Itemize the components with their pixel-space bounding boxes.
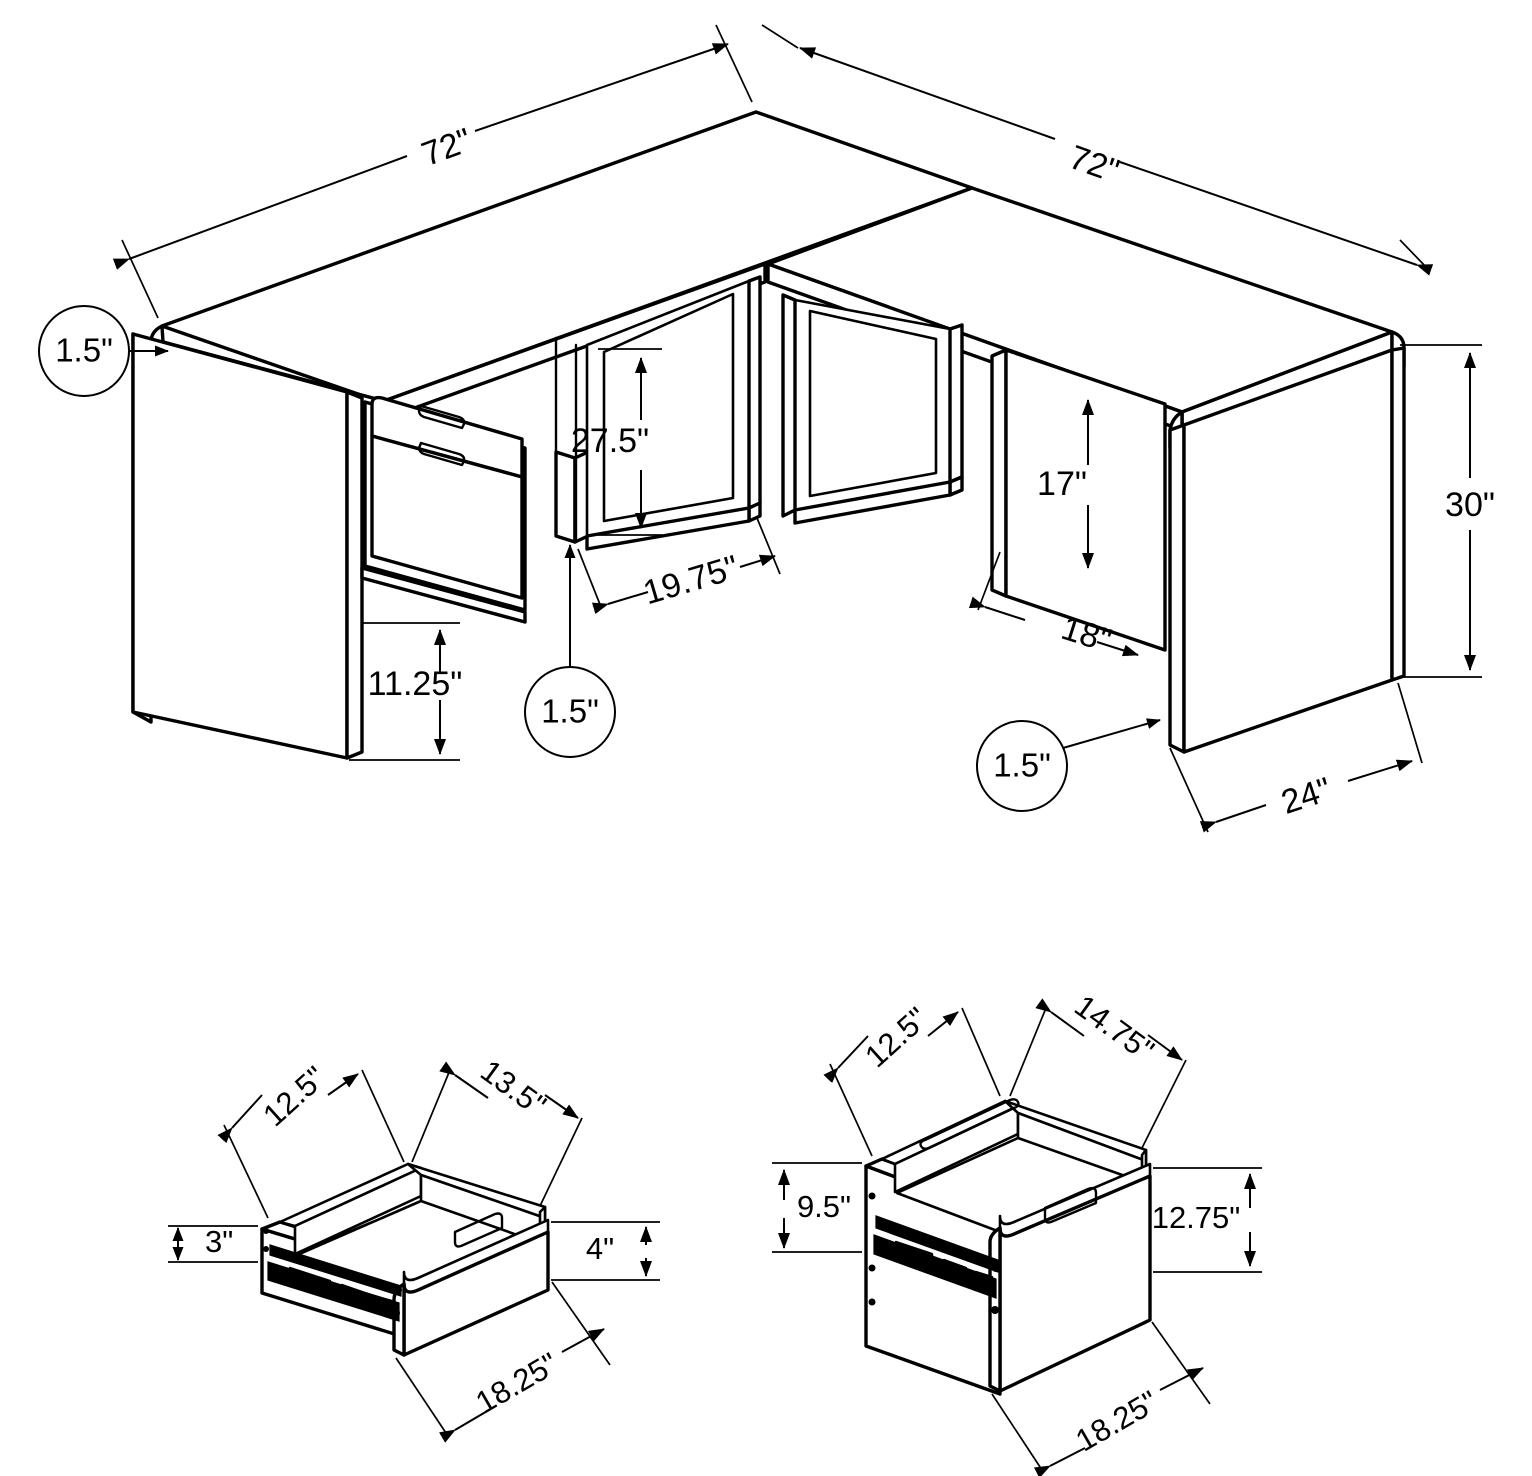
left-frame-inner-opening [602,292,735,523]
left-frame-bottom-rail [585,506,751,551]
balloon-circle-right [976,720,1068,812]
center-frame-inner-opening [808,309,938,498]
left-panel-inner-edge [345,390,364,760]
right-end-panel [1168,346,1406,754]
ld-back-rail [919,1098,1020,1150]
dim-label-ld-front-height: 12.75" [1152,1200,1241,1235]
right-panel-bottom-line [1182,678,1394,754]
small-drawer-view: 12.5" 13.5" 3" 4" [168,1053,660,1443]
dim-label-left-span: 72" [417,121,477,174]
center-frame-near-post [781,293,797,518]
left-pedestal [360,395,527,624]
drawer-handle-small [417,404,466,430]
right-modesty-near-edge [990,348,1008,598]
sd-slide-hardware [263,1228,402,1322]
center-frame-foot [948,475,964,497]
dim-thickness-center-callout: 1.5" [524,544,616,758]
dim-label-sd-width: 12.5" [256,1059,332,1133]
right-panel-far-edge [1390,346,1406,682]
ld-drawer-pull [1043,1186,1098,1224]
dim-label-right-depth: 24" [1277,770,1336,822]
dim-pedestal-clearance: 11.25" [349,622,463,761]
center-frame-far-edge [948,323,964,484]
top-joint-line [766,186,974,266]
dim-label-thickness-right: 1.5" [993,747,1051,784]
center-frame-bottom-rail [793,480,952,525]
left-end-panel [131,332,364,760]
dim-ld-front-height: 12.75" [1152,1167,1262,1273]
left-frame-far-edge [747,275,762,510]
dim-label-knee-height-left: 27.5" [571,422,649,460]
left-panel-top-line [131,332,349,394]
drawer-handle-large [417,441,466,467]
dim-sd-front-height: 4" [551,1221,660,1281]
right-panel-top-line [1182,348,1394,427]
dim-knee-height-right: 17" [1037,399,1094,569]
main-desk-view: 72" 72" 1.5" 27.5" [38,24,1495,833]
dim-knee-height-left: 27.5" [571,348,662,536]
left-panel-outer-face [131,332,349,760]
dim-label-knee-depth-left: 19.75" [639,548,743,612]
right-modesty-top-line [1004,348,1167,406]
sd-drawer-pull [453,1212,504,1248]
dim-label-ld-width: 12.5" [858,1000,934,1074]
dim-label-total-height: 30" [1445,486,1495,524]
ld-slide-hardware [868,1192,1000,1314]
dim-label-thickness-left: 1.5" [55,332,113,369]
dim-label-sd-front-height: 4" [586,1231,614,1266]
dim-label-ld-inner-height: 9.5" [797,1189,851,1224]
large-drawer-view: 12.5" 14.75" 9.5" 12.75" [772,988,1262,1476]
drawer-front-large [370,434,524,600]
dim-label-thickness-center: 1.5" [541,693,599,730]
dim-label-ld-depth: 14.75" [1068,988,1160,1068]
dim-total-height: 30" [1400,344,1495,678]
dim-label-sd-front-width: 18.25" [470,1346,564,1421]
drawer-front-small [370,395,524,479]
dim-sd-inner-height: 3" [168,1224,258,1263]
dim-label-sd-inner-height: 3" [205,1224,233,1259]
dim-thickness-right-callout: 1.5" [976,718,1161,812]
dim-ld-inner-height: 9.5" [772,1162,862,1253]
dim-thickness-left-callout: 1.5" [38,305,169,397]
dim-label-sd-depth: 13.5" [474,1053,552,1123]
left-leg-frame [554,275,762,551]
dim-label-pedestal-clearance: 11.25" [368,665,463,703]
right-leg-panel [990,348,1167,652]
dim-label-knee-height-right: 17" [1037,465,1087,503]
dim-label-ld-front-width: 18.25" [1070,1384,1164,1459]
right-panel-inner-edge [1168,423,1186,754]
dim-label-right-span: 72" [1064,138,1124,190]
center-leg-frame [781,293,964,525]
